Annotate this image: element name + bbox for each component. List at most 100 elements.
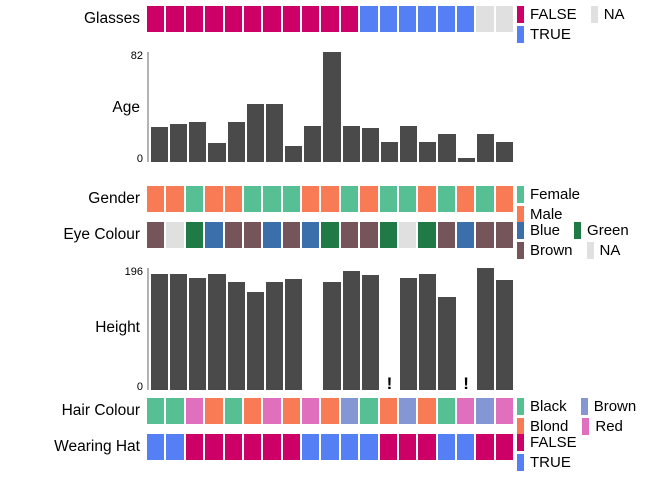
strip-cell[interactable] (476, 398, 494, 424)
strip-cell[interactable] (457, 222, 475, 248)
strip-cell[interactable] (166, 398, 184, 424)
bar-slot[interactable] (476, 268, 494, 390)
bar-slot[interactable] (227, 52, 245, 162)
strip-cell[interactable] (340, 6, 359, 32)
strip-cell[interactable] (476, 222, 494, 248)
bar[interactable] (285, 279, 303, 390)
strip-cell[interactable] (418, 186, 436, 212)
bar-slot[interactable] (265, 52, 284, 162)
bar[interactable] (400, 277, 418, 390)
strip-cell[interactable] (224, 6, 242, 32)
strip-cell[interactable] (243, 434, 262, 460)
bar[interactable] (189, 121, 207, 162)
bar[interactable] (208, 143, 226, 162)
strip-cell[interactable] (379, 186, 397, 212)
strip-cell[interactable] (302, 434, 320, 460)
strip-cell[interactable] (340, 186, 359, 212)
bar-slot[interactable]: ! (381, 268, 398, 392)
strip-cell[interactable] (340, 434, 359, 460)
bar-slot[interactable] (208, 52, 226, 162)
strip-cell[interactable] (147, 186, 165, 212)
bar-slot[interactable] (400, 52, 418, 162)
bar[interactable] (380, 141, 399, 162)
strip-cell[interactable] (321, 434, 339, 460)
bar-slot[interactable] (227, 268, 245, 390)
bar[interactable] (265, 282, 284, 390)
legend-item[interactable]: NA (586, 242, 620, 259)
strip-cell[interactable] (321, 398, 339, 424)
bar-slot[interactable] (419, 52, 437, 162)
strip-cell[interactable] (360, 222, 378, 248)
bar[interactable] (246, 291, 264, 390)
strip-cell[interactable] (457, 186, 475, 212)
strip-cell[interactable] (205, 186, 223, 212)
legend-item[interactable]: FALSE (517, 434, 577, 451)
bar-slot[interactable] (189, 52, 207, 162)
strip-cell[interactable] (224, 186, 242, 212)
bar-slot[interactable] (265, 268, 284, 390)
legend-item[interactable]: Blue (517, 222, 560, 239)
strip-cell[interactable] (360, 186, 378, 212)
strip-cell[interactable] (321, 186, 339, 212)
strip-cell[interactable] (205, 434, 223, 460)
strip-cell[interactable] (205, 6, 223, 32)
strip-cell[interactable] (495, 398, 514, 424)
strip-cell[interactable] (185, 398, 204, 424)
strip-cell[interactable] (340, 222, 359, 248)
bar-slot[interactable] (285, 52, 303, 162)
legend-item[interactable]: Red (582, 418, 623, 435)
strip-cell[interactable] (282, 186, 300, 212)
strip-cell[interactable] (418, 398, 436, 424)
bar[interactable] (457, 157, 475, 162)
strip-cell[interactable] (263, 222, 281, 248)
bar[interactable] (189, 277, 207, 390)
strip-cell[interactable] (185, 6, 204, 32)
strip-cell[interactable] (147, 434, 165, 460)
strip-cell[interactable] (437, 6, 455, 32)
strip-cell[interactable] (224, 434, 242, 460)
strip-cell[interactable] (166, 186, 184, 212)
strip-eye-colour[interactable] (147, 222, 514, 248)
bar-slot[interactable] (189, 268, 207, 390)
bar-slot[interactable] (246, 52, 264, 162)
strip-cell[interactable] (398, 434, 417, 460)
strip-cell[interactable] (147, 6, 165, 32)
bar[interactable] (361, 128, 379, 162)
strip-cell[interactable] (243, 222, 262, 248)
strip-cell[interactable] (340, 398, 359, 424)
strip-cell[interactable] (185, 222, 204, 248)
bar[interactable] (227, 121, 245, 162)
strip-cell[interactable] (398, 186, 417, 212)
strip-cell[interactable] (263, 434, 281, 460)
strip-cell[interactable] (243, 186, 262, 212)
bar[interactable] (342, 271, 360, 390)
strip-cell[interactable] (360, 398, 378, 424)
bar[interactable] (342, 125, 360, 162)
legend-item[interactable]: Green (574, 222, 629, 239)
strip-cell[interactable] (437, 222, 455, 248)
strip-cell[interactable] (185, 434, 204, 460)
bar[interactable] (323, 52, 341, 162)
strip-cell[interactable] (321, 222, 339, 248)
bar-slot[interactable] (170, 268, 188, 390)
strip-cell[interactable] (379, 434, 397, 460)
bar-slot[interactable] (323, 268, 341, 390)
strip-cell[interactable] (418, 6, 436, 32)
strip-cell[interactable] (457, 434, 475, 460)
strip-cell[interactable] (282, 222, 300, 248)
legend-item[interactable]: NA (590, 6, 625, 23)
bar-slot[interactable] (285, 268, 303, 390)
bar-slot[interactable] (476, 52, 494, 162)
strip-cell[interactable] (476, 6, 494, 32)
strip-cell[interactable] (379, 398, 397, 424)
strip-cell[interactable] (476, 186, 494, 212)
strip-cell[interactable] (166, 222, 184, 248)
strip-cell[interactable] (437, 398, 455, 424)
strip-cell[interactable] (360, 6, 378, 32)
strip-cell[interactable] (495, 6, 514, 32)
bar[interactable] (227, 282, 245, 390)
strip-cell[interactable] (457, 398, 475, 424)
legend-item[interactable]: Brown (517, 242, 573, 259)
bar-slot[interactable] (208, 268, 226, 390)
bar[interactable] (170, 274, 188, 390)
